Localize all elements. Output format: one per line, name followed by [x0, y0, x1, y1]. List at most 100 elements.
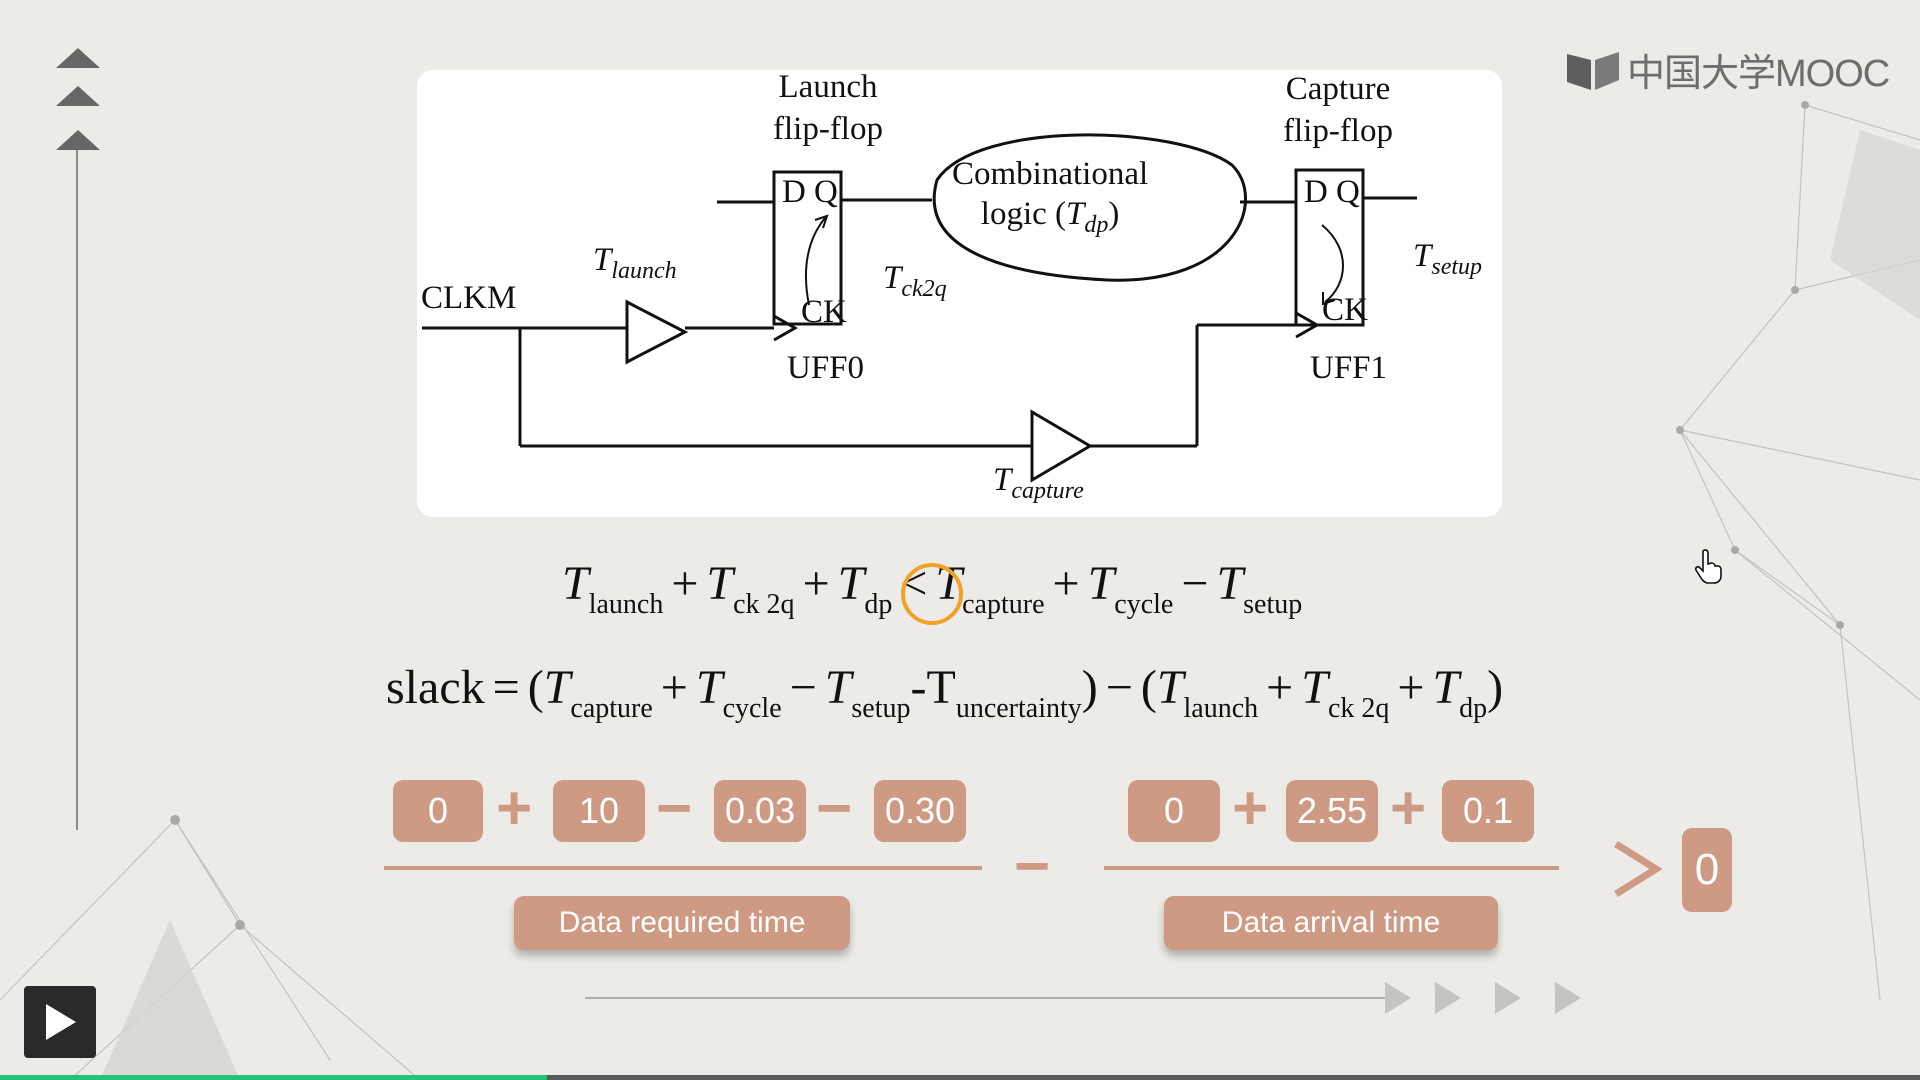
- scroll-up-arrows-icon: [56, 48, 100, 150]
- capture-buffer: [1030, 409, 1093, 483]
- f2-lparen2: (: [1140, 661, 1157, 714]
- f2-T4: T: [1156, 661, 1184, 714]
- f2-plus2: +: [1266, 661, 1294, 714]
- clkm-label: CLKM: [421, 280, 517, 316]
- f2-rparen1: ): [1081, 661, 1098, 714]
- mooc-logo: 中国大学MOOC: [1565, 42, 1890, 97]
- launch-ff-label: Launch flip-flop: [773, 66, 883, 150]
- arrival-value-1: 2.55: [1286, 780, 1378, 842]
- timeline-line: [76, 150, 78, 830]
- required-op-2: −: [816, 774, 853, 843]
- launch-buffer: [625, 299, 689, 365]
- comb-T: T: [1066, 196, 1085, 232]
- f1-minus: −: [1181, 557, 1209, 610]
- uff1-label: UFF1: [1310, 350, 1388, 386]
- bottom-arrows-decoration: [585, 982, 1581, 1014]
- f2-sub-cycle: cycle: [722, 693, 782, 724]
- f2-sub-setup: setup: [851, 693, 911, 724]
- t-ck2q-T: T: [883, 260, 902, 296]
- f1-sub-dp: dp: [864, 589, 893, 620]
- capture-ff-line2: flip-flop: [1283, 113, 1393, 149]
- play-icon: [46, 1004, 76, 1040]
- f2-T1: T: [543, 661, 571, 714]
- uff1-d-label: D: [1304, 174, 1328, 210]
- arrival-underline: [1104, 866, 1559, 870]
- play-button[interactable]: [24, 986, 96, 1058]
- t-ck2q-sub: ck2q: [901, 276, 947, 302]
- t-launch-T: T: [593, 242, 612, 278]
- f2-lparen1: (: [527, 661, 544, 714]
- f2-T6: T: [1432, 661, 1460, 714]
- comb-close: ): [1108, 196, 1120, 232]
- f1-T5: T: [1087, 557, 1115, 610]
- t-capture-sub: capture: [1011, 478, 1084, 504]
- f1-sub-ck2q: ck 2q: [733, 589, 795, 620]
- hand-cursor-icon: [1694, 549, 1722, 584]
- f1-plus1: +: [671, 557, 699, 610]
- f2-eq: =: [492, 661, 520, 714]
- t-ck2q-label: Tck2q: [883, 260, 947, 303]
- arrival-op-0: +: [1232, 774, 1269, 843]
- comb-T-sub: dp: [1084, 212, 1109, 238]
- f1-T3: T: [837, 557, 865, 610]
- required-value-1: 10: [553, 780, 645, 842]
- launch-ff-line2: flip-flop: [773, 111, 883, 147]
- combinational-logic-blob: [932, 133, 1247, 282]
- f1-sub-setup: setup: [1243, 589, 1303, 620]
- capture-ff-label: Capture flip-flop: [1283, 68, 1393, 152]
- video-progress-bar[interactable]: [0, 1075, 1920, 1080]
- comb-line2: logic (Tdp): [952, 194, 1148, 245]
- uff1-ck-label: CK: [1322, 292, 1368, 328]
- uff1-q-label: Q: [1336, 174, 1360, 210]
- launch-ff-line1: Launch: [778, 69, 878, 105]
- f2-slack: slack: [386, 661, 485, 714]
- f1-sub-cycle: cycle: [1114, 589, 1174, 620]
- t-setup-sub: setup: [1431, 254, 1483, 280]
- f2-T3: T: [824, 661, 852, 714]
- f1-T1: T: [562, 557, 589, 610]
- arrival-op-1: +: [1390, 774, 1427, 843]
- required-value-0: 0: [393, 780, 483, 842]
- f1-T6: T: [1216, 557, 1244, 610]
- f1-sub-capture: capture: [962, 589, 1045, 620]
- f2-dash-T: -T: [910, 661, 956, 714]
- uff0-label: UFF0: [787, 350, 865, 386]
- data-required-time-label: Data required time: [514, 896, 850, 950]
- uff0-box: [772, 170, 843, 326]
- comparison-zero: 0: [1682, 828, 1732, 912]
- uff0-q-label: Q: [814, 174, 838, 210]
- greater-than-sign: [1614, 841, 1662, 897]
- f2-rparen2: ): [1487, 661, 1504, 714]
- f2-sub-dp: dp: [1459, 693, 1488, 724]
- video-progress-fill: [0, 1075, 548, 1080]
- uff1-box: [1294, 168, 1365, 327]
- arrival-value-2: 0.1: [1442, 780, 1534, 842]
- required-op-1: −: [656, 774, 693, 843]
- required-op-0: +: [496, 774, 533, 843]
- timing-diagram-panel: Launch flip-flop Capture flip-flop Combi…: [417, 68, 1502, 517]
- f2-sub-capture: capture: [570, 693, 653, 724]
- data-arrival-time-label: Data arrival time: [1164, 896, 1498, 950]
- f2-minus1: −: [789, 661, 817, 714]
- comb-line2-text: logic (: [980, 196, 1067, 232]
- t-capture-T: T: [993, 462, 1012, 498]
- logo-text: 中国大学MOOC: [1627, 53, 1890, 95]
- book-logo-icon: [1567, 51, 1619, 90]
- t-setup-label: Tsetup: [1413, 238, 1482, 281]
- comb-line1: Combinational: [952, 156, 1149, 192]
- t-launch-label: Tlaunch: [593, 242, 677, 285]
- arrival-value-0: 0: [1128, 780, 1220, 842]
- f2-T5: T: [1301, 661, 1328, 714]
- f1-T2: T: [706, 557, 734, 610]
- f2-minus2: −: [1105, 661, 1133, 714]
- required-underline: [384, 866, 982, 870]
- circuit-diagram: [422, 133, 1417, 483]
- required-value-3: 0.30: [874, 780, 966, 842]
- slack-formula: slack=(Tcapture+Tcycle−Tsetup-Tuncertain…: [386, 660, 1503, 725]
- f1-sub-launch: launch: [588, 589, 664, 620]
- f2-T2: T: [695, 661, 723, 714]
- capture-ff-line1: Capture: [1285, 71, 1391, 107]
- t-launch-sub: launch: [611, 258, 677, 284]
- comb-logic-label: Combinational logic (Tdp): [952, 154, 1148, 245]
